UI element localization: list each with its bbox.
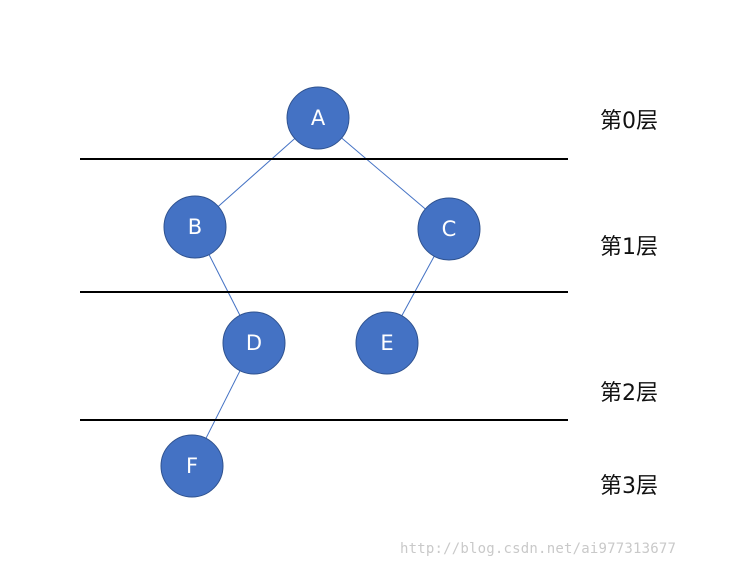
node-circle-e [355,311,419,375]
node-label-f: F [186,454,198,478]
tree-node-d: D [222,311,286,375]
level-label-0: 第0层 [600,109,658,134]
tree-node-f: F [160,434,224,498]
tree-node-a: A [286,86,350,150]
tree-node-b: B [163,195,227,259]
tree-node-e: E [355,311,419,375]
edge-B-D [208,254,241,316]
node-circle-a [286,86,350,150]
node-circle-f [160,434,224,498]
edge-A-C [341,137,426,210]
level-dividers [80,158,568,421]
node-label-b: B [188,215,202,239]
node-label-e: E [380,331,393,355]
node-label-c: C [442,217,457,241]
level-label-1: 第1层 [600,235,658,260]
watermark-url: http://blog.csdn.net/ai977313677 [400,541,677,557]
edge-D-F [205,370,241,439]
node-circle-b [163,195,227,259]
level-label-2: 第2层 [600,381,658,406]
node-circle-d [222,311,286,375]
node-label-d: D [246,331,262,355]
node-circle-c [417,197,481,261]
nodes-layer: A B C D E F [160,86,481,498]
edge-A-B [217,138,296,207]
edge-C-E [401,255,435,317]
level-label-3: 第3层 [600,474,658,499]
tree-node-c: C [417,197,481,261]
node-label-a: A [311,106,326,130]
edges-layer [205,137,435,439]
